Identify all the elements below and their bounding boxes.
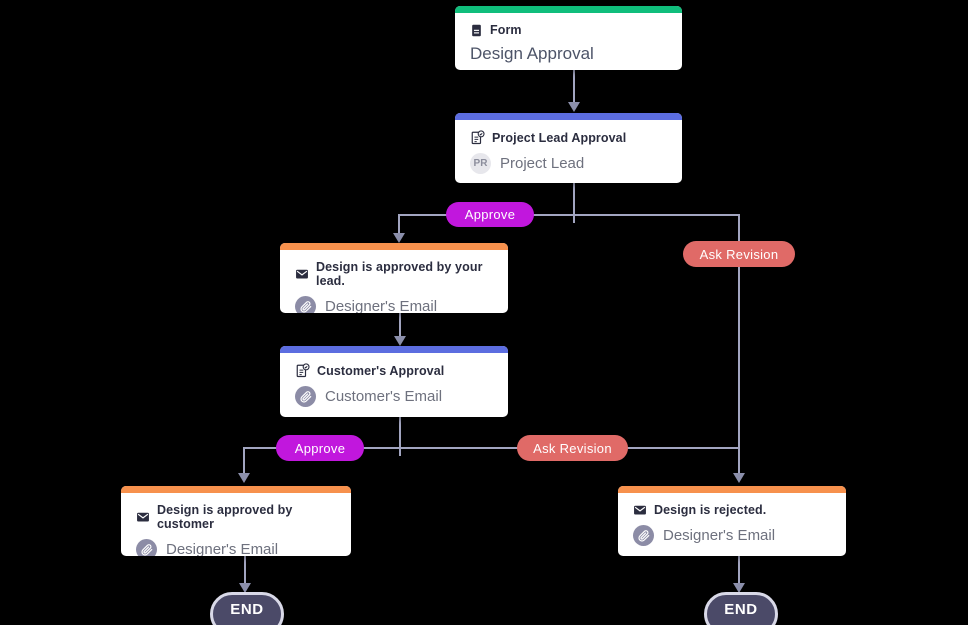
connector-line bbox=[399, 417, 401, 447]
arrowhead-icon bbox=[733, 473, 745, 483]
connector-line bbox=[573, 183, 575, 214]
connector-stub bbox=[573, 216, 575, 223]
card-type-label: Form bbox=[490, 23, 522, 37]
connector-line bbox=[738, 214, 740, 473]
node-card-approval-customer[interactable]: Customer's Approval Customer's Email bbox=[280, 346, 508, 417]
arrowhead-icon bbox=[568, 102, 580, 112]
connector-line bbox=[399, 313, 401, 336]
card-accent-bar bbox=[280, 243, 508, 250]
envelope-icon bbox=[295, 267, 309, 281]
approval-icon bbox=[295, 363, 310, 378]
paperclip-icon bbox=[295, 296, 316, 313]
arrowhead-icon bbox=[239, 583, 251, 593]
envelope-icon bbox=[136, 510, 150, 524]
node-card-email-customer-approved[interactable]: Design is approved by customer Designer'… bbox=[121, 486, 351, 556]
paperclip-icon bbox=[136, 539, 157, 556]
connector-line bbox=[573, 70, 575, 102]
paperclip-icon bbox=[295, 386, 316, 407]
arrowhead-icon bbox=[394, 336, 406, 346]
card-accent-bar bbox=[280, 346, 508, 353]
node-card-email-rejected[interactable]: Design is rejected. Designer's Email bbox=[618, 486, 846, 556]
card-type-label: Design is rejected. bbox=[654, 503, 767, 517]
card-type-label: Customer's Approval bbox=[317, 363, 445, 378]
card-accent-bar bbox=[455, 113, 682, 120]
card-accent-bar bbox=[121, 486, 351, 493]
connector-line bbox=[398, 214, 400, 233]
approval-icon bbox=[470, 130, 485, 145]
branch-pill-approve-2[interactable]: Approve bbox=[276, 435, 364, 461]
end-node[interactable]: END bbox=[704, 592, 778, 625]
card-type-label: Design is approved by customer bbox=[157, 503, 293, 531]
avatar-initials: PR bbox=[470, 153, 491, 174]
connector-line bbox=[243, 447, 245, 473]
branch-pill-ask-revision-1[interactable]: Ask Revision bbox=[683, 241, 795, 267]
connector-line bbox=[398, 214, 740, 216]
form-icon bbox=[470, 24, 483, 37]
assignee-label: Designer's Email bbox=[663, 527, 776, 544]
card-accent-bar bbox=[455, 6, 682, 13]
connector-line bbox=[244, 556, 246, 583]
connector-line bbox=[243, 447, 739, 449]
assignee-label: Customer's Email bbox=[325, 388, 443, 405]
card-type-label: Design is approved by your lead. bbox=[316, 260, 483, 288]
assignee-label: Designer's Email bbox=[166, 541, 279, 556]
node-card-approval-lead[interactable]: Project Lead Approval PR Project Lead bbox=[455, 113, 682, 183]
node-card-form[interactable]: Form Design Approval bbox=[455, 6, 682, 70]
end-node[interactable]: END bbox=[210, 592, 284, 625]
card-main-title: Design Approval bbox=[470, 44, 594, 63]
arrowhead-icon bbox=[393, 233, 405, 243]
card-type-label: Project Lead Approval bbox=[492, 130, 627, 145]
paperclip-icon bbox=[633, 525, 654, 546]
branch-pill-ask-revision-2[interactable]: Ask Revision bbox=[517, 435, 628, 461]
node-card-email-lead-approved[interactable]: Design is approved by your lead. Designe… bbox=[280, 243, 508, 313]
connector-stub bbox=[399, 449, 401, 456]
card-accent-bar bbox=[618, 486, 846, 493]
connector-line bbox=[738, 556, 740, 583]
envelope-icon bbox=[633, 503, 647, 517]
assignee-label: Project Lead bbox=[500, 155, 585, 172]
assignee-label: Designer's Email bbox=[325, 298, 438, 313]
arrowhead-icon bbox=[733, 583, 745, 593]
arrowhead-icon bbox=[238, 473, 250, 483]
branch-pill-approve-1[interactable]: Approve bbox=[446, 202, 534, 227]
